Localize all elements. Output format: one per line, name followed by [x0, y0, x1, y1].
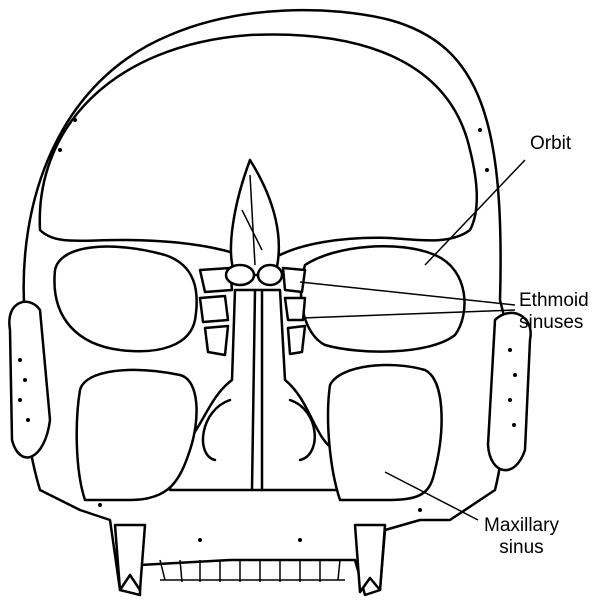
maxillary-sinus-label: Maxillary sinus [484, 515, 559, 559]
left-maxillary-sinus [75, 368, 198, 502]
nasal-cavity [168, 288, 342, 492]
ethmoid-label-line2: sinuses [519, 312, 584, 333]
right-zygomatic [486, 311, 532, 472]
left-zygomatic [8, 300, 52, 459]
cranial-cavity [38, 33, 478, 257]
maxillary-label-line2: sinus [499, 537, 544, 558]
ethmoid-leader-line-1 [299, 281, 516, 306]
nasal-septum [250, 288, 264, 492]
maxillary-label-line1: Maxillary [484, 515, 559, 536]
orbit-leader-line [424, 159, 526, 266]
orbit-label: Orbit [530, 133, 572, 154]
bone-texture [18, 118, 517, 542]
ethmoid-sinuses-label: Ethmoid sinuses [519, 290, 589, 334]
ethmoid-leader-line-2 [301, 309, 516, 319]
teeth [113, 523, 387, 594]
right-orbit [299, 245, 466, 353]
left-orbit [53, 245, 198, 353]
ethmoid-label-line1: Ethmoid [519, 290, 589, 311]
right-maxillary-sinus [326, 363, 443, 502]
ethmoid-sinuses [198, 263, 307, 357]
maxillary-leader-line [384, 471, 479, 521]
